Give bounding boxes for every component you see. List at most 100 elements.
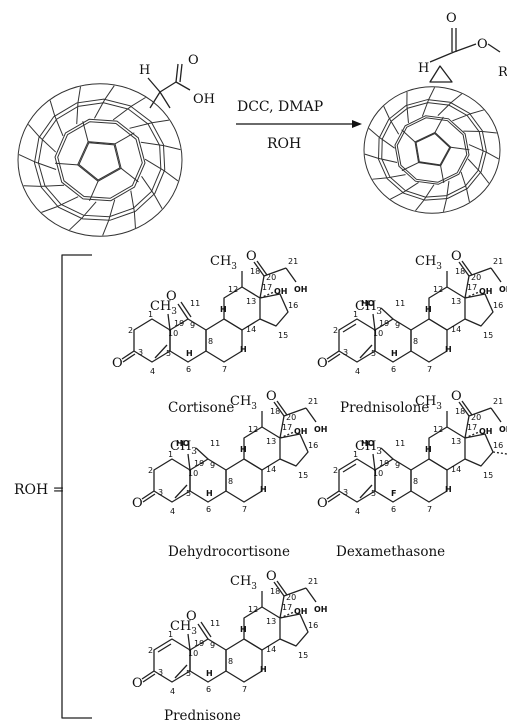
atom-number-15: 15 (483, 471, 493, 480)
h8: H (240, 445, 247, 454)
atom-number-8: 8 (228, 477, 233, 486)
atom-number-3: 3 (158, 668, 163, 677)
atom-number-7: 7 (222, 365, 227, 374)
c21-hydroxyl: OH (314, 425, 328, 434)
h14: H (260, 665, 267, 674)
atom-number-20: 20 (471, 273, 481, 282)
atom-number-6: 6 (391, 505, 396, 514)
atom-number-4: 4 (355, 507, 360, 516)
atom-number-10: 10 (188, 469, 198, 478)
atom-number-17: 17 (467, 283, 477, 292)
h9: H (206, 489, 213, 498)
atom-number-3: 3 (138, 348, 143, 357)
arrow-head (352, 120, 362, 128)
atom-number-16: 16 (493, 441, 503, 450)
c20-ketone-o: O (451, 249, 462, 264)
atom-number-1: 1 (148, 310, 153, 319)
atom-number-6: 6 (186, 365, 191, 374)
steroid-name-dexamethasone: Dexamethasone (336, 544, 445, 560)
atom-number-5: 5 (186, 489, 191, 498)
c17-hydroxyl: OH (294, 427, 308, 436)
atom-number-16: 16 (308, 441, 318, 450)
atom-number-4: 4 (170, 687, 175, 696)
c18-methyl: CH3 (210, 254, 237, 272)
prod-h-atom: H (418, 61, 429, 76)
atom-number-2: 2 (333, 326, 338, 335)
atom-number-14: 14 (246, 325, 256, 334)
atom-number-7: 7 (427, 505, 432, 514)
atom-number-7: 7 (427, 365, 432, 374)
c17-hydroxyl: OH (274, 287, 288, 296)
atom-number-15: 15 (298, 651, 308, 660)
atom-number-10: 10 (373, 469, 383, 478)
h14: H (445, 345, 452, 354)
c19-methyl: CH3 (170, 439, 197, 457)
c21-hydroxyl: OH (294, 285, 308, 294)
atom-number-19: 19 (379, 319, 389, 328)
prod-o-ester: O (477, 37, 488, 52)
atom-number-20: 20 (286, 413, 296, 422)
atom-number-6: 6 (206, 505, 211, 514)
c18-methyl: CH3 (230, 574, 257, 592)
atom-number-13: 13 (266, 617, 276, 626)
atom-number-14: 14 (451, 465, 461, 474)
atom-number-12: 12 (228, 285, 238, 294)
c3-ketone-o: O (112, 356, 123, 371)
atom-number-13: 13 (451, 437, 461, 446)
atom-number-5: 5 (186, 669, 191, 678)
atom-number-20: 20 (286, 593, 296, 602)
ester-arm (429, 28, 501, 83)
atom-number-3: 3 (343, 488, 348, 497)
prod-o-carbonyl: O (446, 11, 457, 26)
atom-number-9: 9 (395, 321, 400, 330)
c19-methyl: CH3 (355, 439, 382, 457)
c20-ketone-o: O (266, 569, 277, 584)
atom-number-21: 21 (288, 257, 298, 266)
h9: H (391, 349, 398, 358)
c21-hydroxyl: OH (314, 605, 328, 614)
h14: H (445, 485, 452, 494)
atom-number-19: 19 (194, 459, 204, 468)
c18-methyl: CH3 (230, 394, 257, 412)
atom-number-17: 17 (282, 423, 292, 432)
c3-ketone-o: O (317, 496, 328, 511)
atom-number-16: 16 (308, 621, 318, 630)
atom-number-19: 19 (194, 639, 204, 648)
atom-number-18: 18 (455, 407, 465, 416)
atom-number-11: 11 (210, 439, 220, 448)
atom-number-18: 18 (455, 267, 465, 276)
c11-ketone-o: O (186, 609, 197, 624)
roh-bracket (61, 254, 92, 719)
atom-number-3: 3 (343, 348, 348, 357)
atom-number-8: 8 (413, 337, 418, 346)
atom-number-18: 18 (270, 587, 280, 596)
roh-equals-label: ROH = (14, 482, 64, 498)
atom-number-1: 1 (168, 450, 173, 459)
atom-number-11: 11 (190, 299, 200, 308)
roh-reagent-label: ROH (267, 136, 301, 152)
atom-number-19: 19 (379, 459, 389, 468)
atom-number-11: 11 (395, 439, 405, 448)
c17-hydroxyl: OH (294, 607, 308, 616)
c3-ketone-o: O (317, 356, 328, 371)
fullerene-start (17, 83, 183, 237)
atom-number-1: 1 (353, 450, 358, 459)
steroid-name-prednisone: Prednisone (164, 708, 241, 724)
atom-number-10: 10 (168, 329, 178, 338)
c20-ketone-o: O (246, 249, 257, 264)
c3-ketone-o: O (132, 496, 143, 511)
c11-ketone-o: O (166, 289, 177, 304)
start-o-atom: O (188, 53, 199, 68)
atom-number-12: 12 (248, 425, 258, 434)
steroid-name-cortisone: Cortisone (168, 400, 234, 416)
atom-number-8: 8 (228, 657, 233, 666)
prod-r-group: R (498, 65, 507, 80)
atom-number-9: 9 (210, 461, 215, 470)
atom-number-21: 21 (308, 397, 318, 406)
atom-number-7: 7 (242, 505, 247, 514)
atom-number-11: 11 (395, 299, 405, 308)
atom-number-16: 16 (288, 301, 298, 310)
